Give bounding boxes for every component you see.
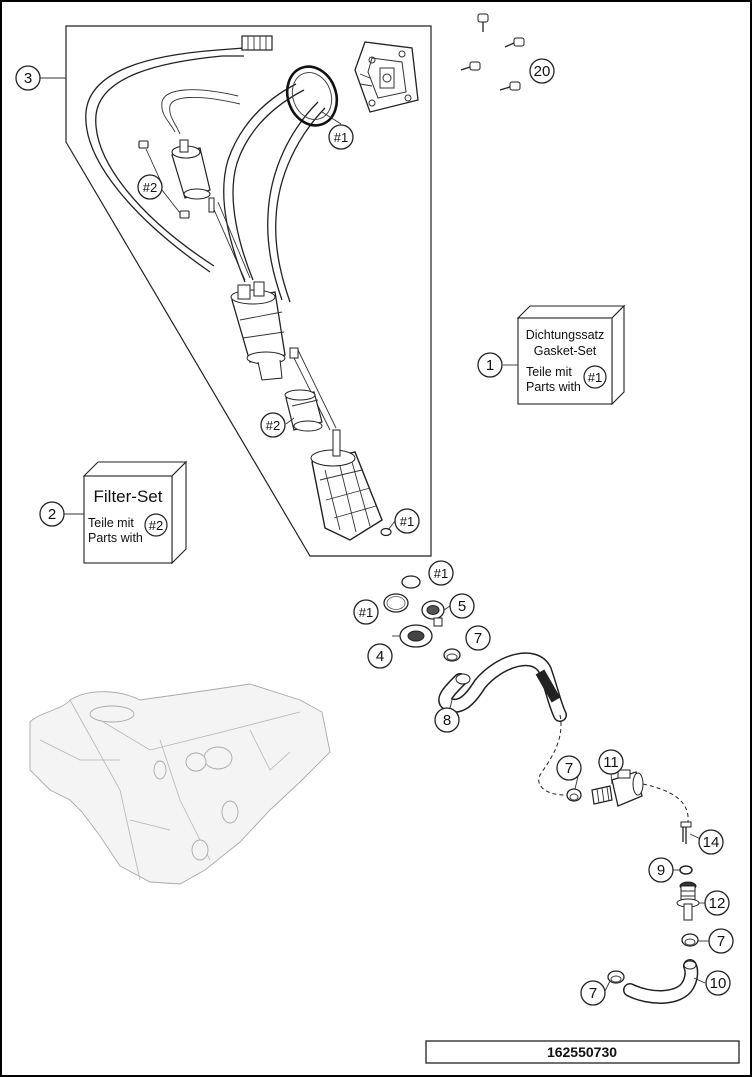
- callout-3: 3: [15, 65, 41, 91]
- svg-text:#1: #1: [334, 130, 348, 145]
- callout-2: 2: [39, 501, 65, 527]
- callout-4: 4: [367, 643, 393, 669]
- large-oring: [383, 593, 409, 613]
- pump-housing: [310, 429, 383, 541]
- pump-filter-sock: [284, 389, 323, 432]
- quick-coupling-11: [591, 769, 644, 807]
- filter-set-line1: Teile mit: [88, 516, 134, 530]
- filter-set-ref: #2: [149, 518, 163, 533]
- svg-text:#1: #1: [400, 514, 414, 529]
- gasket-set-box: Dichtungssatz Gasket-Set Teile mit Parts…: [516, 304, 626, 406]
- callout-10: 10: [705, 970, 731, 996]
- hose-dashed-guide-b: [642, 783, 689, 823]
- svg-text:#2: #2: [266, 418, 280, 433]
- gasket-set-ref: #1: [588, 370, 602, 385]
- svg-text:2: 2: [48, 506, 56, 523]
- hose-clip-lower: [179, 210, 190, 219]
- fuel-hose-10: [623, 959, 699, 1004]
- svg-text:#1: #1: [359, 605, 373, 620]
- callout-5: 5: [449, 593, 475, 619]
- svg-text:14: 14: [703, 834, 720, 851]
- pump-oring: [380, 527, 392, 537]
- callout-7-right: 7: [708, 928, 734, 954]
- hose-clamp-upper: [443, 648, 461, 662]
- svg-text:7: 7: [474, 630, 482, 647]
- valve-part-5: [421, 600, 445, 627]
- pump-flange: [354, 41, 419, 113]
- gasket-set-line2: Parts with: [526, 380, 581, 394]
- screw: [477, 13, 489, 32]
- ref-filter-clips-2: #2: [137, 174, 163, 200]
- hose-clamp-lower-left: [607, 970, 625, 984]
- seal-part-4: [399, 624, 433, 648]
- screw: [460, 61, 481, 71]
- callout-7-upper: 7: [465, 625, 491, 651]
- svg-text:9: 9: [657, 862, 665, 879]
- fuel-hose-8: [438, 652, 567, 722]
- inline-fuel-filter: [171, 139, 215, 213]
- fuel-pump-assembly: [85, 35, 419, 541]
- filter-set-box: Filter-Set Teile mit Parts with #2: [82, 460, 188, 565]
- small-oring-top: [401, 575, 421, 589]
- callout-1: 1: [477, 352, 503, 378]
- callout-7-left: 7: [580, 980, 606, 1006]
- gasket-set-title-de: Dichtungssatz: [526, 328, 605, 342]
- svg-text:12: 12: [709, 895, 726, 912]
- ref-pump-oring-1: #1: [394, 508, 420, 534]
- svg-text:#2: #2: [143, 180, 157, 195]
- flange-screws: [460, 13, 525, 91]
- ref-large-oring-1: #1: [353, 599, 379, 625]
- flange-gasket: [285, 65, 339, 127]
- filter-set-line2: Parts with: [88, 531, 143, 545]
- svg-text:8: 8: [443, 712, 451, 729]
- callout-20: 20: [529, 58, 555, 84]
- filter-set-title: Filter-Set: [94, 487, 163, 506]
- fuel-pump-assembly-outline: [65, 25, 432, 557]
- screw: [504, 37, 525, 48]
- callout-14: 14: [698, 829, 724, 855]
- ref-gasket-1: #1: [328, 124, 354, 150]
- screw: [499, 81, 521, 91]
- svg-text:7: 7: [589, 985, 597, 1002]
- callout-12: 12: [704, 890, 730, 916]
- oring-9: [679, 865, 693, 875]
- svg-text:5: 5: [458, 598, 466, 615]
- svg-text:4: 4: [376, 648, 384, 665]
- fuel-tank-ghost: [29, 683, 331, 885]
- callout-9: 9: [648, 857, 674, 883]
- svg-text:7: 7: [565, 760, 573, 777]
- drawing-number-box: 162550730: [425, 1040, 740, 1064]
- svg-text:#1: #1: [434, 566, 448, 581]
- hose-clamp-mid: [566, 788, 582, 802]
- svg-text:11: 11: [603, 754, 619, 771]
- hose-clip-upper: [138, 140, 149, 149]
- ref-small-oring-1: #1: [428, 560, 454, 586]
- gasket-set-line1: Teile mit: [526, 365, 572, 379]
- hose-dashed-guide-a: [538, 714, 566, 796]
- wire-connector: [241, 35, 273, 51]
- gasket-set-title-en: Gasket-Set: [534, 344, 597, 358]
- callout-8: 8: [434, 707, 460, 733]
- svg-text:7: 7: [717, 933, 725, 950]
- svg-text:3: 3: [24, 70, 32, 87]
- hose-nipple-12: [676, 881, 700, 921]
- ref-filter-sock-2: #2: [260, 412, 286, 438]
- callout-7-mid: 7: [556, 755, 582, 781]
- svg-text:1: 1: [486, 357, 494, 374]
- pin-14: [680, 821, 692, 844]
- drawing-number: 162550730: [547, 1044, 617, 1060]
- svg-text:20: 20: [534, 63, 551, 80]
- hose-clamp-lower-right: [681, 933, 699, 947]
- svg-text:10: 10: [710, 975, 727, 992]
- fuel-pump-unit: [230, 281, 299, 381]
- callout-11: 11: [598, 749, 624, 775]
